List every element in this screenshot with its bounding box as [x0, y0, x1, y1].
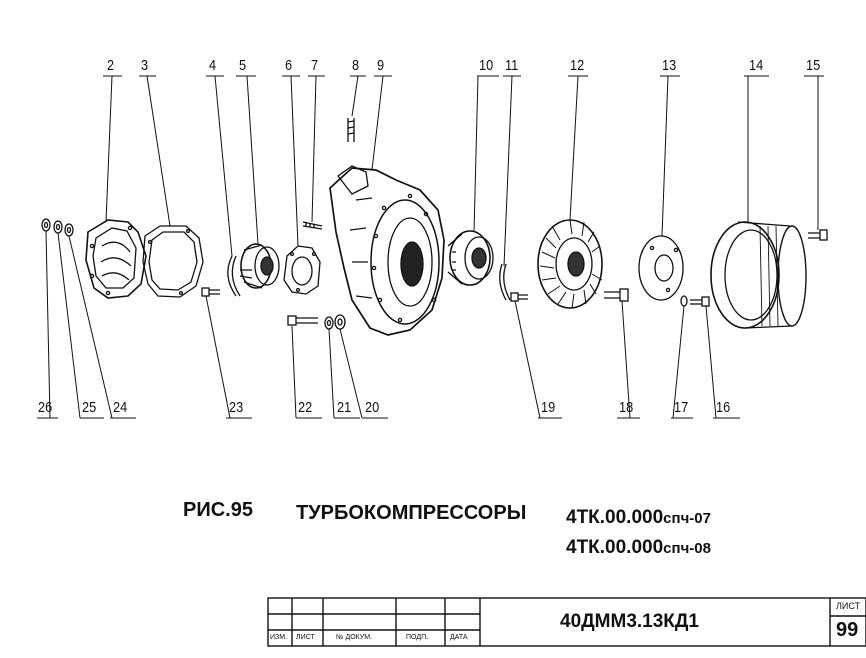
- washer-24: [64, 223, 74, 237]
- callout-8: 8: [352, 57, 360, 74]
- callout-17: 17: [674, 399, 689, 416]
- bolt-22: [287, 315, 318, 326]
- callout-20: 20: [365, 399, 380, 416]
- ring-part-4: [227, 255, 241, 297]
- callout-7: 7: [311, 57, 319, 74]
- tb-header-signature: ПОДП.: [406, 634, 429, 641]
- sheet-label: ЛИСТ: [836, 601, 861, 611]
- callout-23: 23: [229, 399, 244, 416]
- callout-14: 14: [749, 57, 764, 74]
- plate-part-6: [283, 245, 321, 295]
- tb-header-sheet: ЛИСТ: [296, 634, 315, 641]
- spec-code-1-main: 4ТК.00.000: [566, 507, 664, 528]
- callout-12: 12: [570, 57, 585, 74]
- nut-20: [334, 314, 346, 330]
- callout-22: 22: [298, 399, 313, 416]
- title-block-frame: [267, 597, 866, 647]
- callout-10: 10: [479, 57, 494, 74]
- spec-code-1: 4ТК.00.000спч-07: [566, 507, 711, 529]
- callout-24: 24: [113, 399, 128, 416]
- callout-16: 16: [716, 399, 731, 416]
- callout-2: 2: [107, 57, 115, 74]
- bolt-18: [604, 288, 629, 302]
- spec-code-2: 4ТК.00.000спч-08: [566, 537, 711, 559]
- spec-code-2-suffix: спч-08: [663, 540, 711, 557]
- nozzle-part-10: [447, 230, 494, 286]
- callout-5: 5: [239, 57, 247, 74]
- wheel-part-12: [537, 219, 603, 309]
- callout-3: 3: [141, 57, 149, 74]
- callout-13: 13: [662, 57, 677, 74]
- callout-25: 25: [82, 399, 97, 416]
- callout-11: 11: [505, 57, 519, 74]
- washer-25: [53, 220, 63, 234]
- washer-17: [680, 295, 688, 307]
- bearing-part-5: [239, 243, 280, 289]
- callout-21: 21: [337, 399, 352, 416]
- washer-26: [41, 218, 51, 232]
- leader-lines: [37, 75, 824, 419]
- document-number: 40ДММ3.13КД1: [560, 611, 700, 632]
- callout-9: 9: [377, 57, 385, 74]
- callout-6: 6: [285, 57, 293, 74]
- tb-header-date: ДАТА: [450, 634, 468, 641]
- bolt-15: [808, 229, 828, 241]
- disk-part-13: [638, 235, 684, 301]
- callout-19: 19: [541, 399, 556, 416]
- callout-4: 4: [209, 57, 217, 74]
- ring-part-11: [499, 263, 511, 301]
- spec-code-2-main: 4ТК.00.000: [566, 537, 664, 558]
- sheet-number: 99: [836, 619, 859, 641]
- figure-title: ТУРБОКОМПРЕССОРЫ: [296, 502, 527, 524]
- gasket-part-3: [142, 225, 204, 298]
- tb-header-doc-no: № ДОКУМ.: [336, 634, 373, 641]
- bolt-16: [690, 296, 710, 307]
- callout-26: 26: [38, 399, 53, 416]
- cover-part-2: [85, 219, 147, 299]
- washer-21: [324, 316, 334, 330]
- callout-18: 18: [619, 399, 634, 416]
- figure-number: РИС.95: [183, 499, 253, 521]
- tb-header-change: ИЗМ.: [270, 634, 288, 641]
- casing-part-14: [710, 221, 807, 329]
- bolt-23: [201, 287, 220, 297]
- bolt-19: [510, 292, 528, 302]
- spec-code-1-suffix: спч-07: [663, 510, 711, 527]
- stud-part-8: [347, 118, 355, 142]
- pin-part-7: [302, 221, 323, 230]
- housing-part-9: [329, 165, 445, 336]
- callout-15: 15: [806, 57, 821, 74]
